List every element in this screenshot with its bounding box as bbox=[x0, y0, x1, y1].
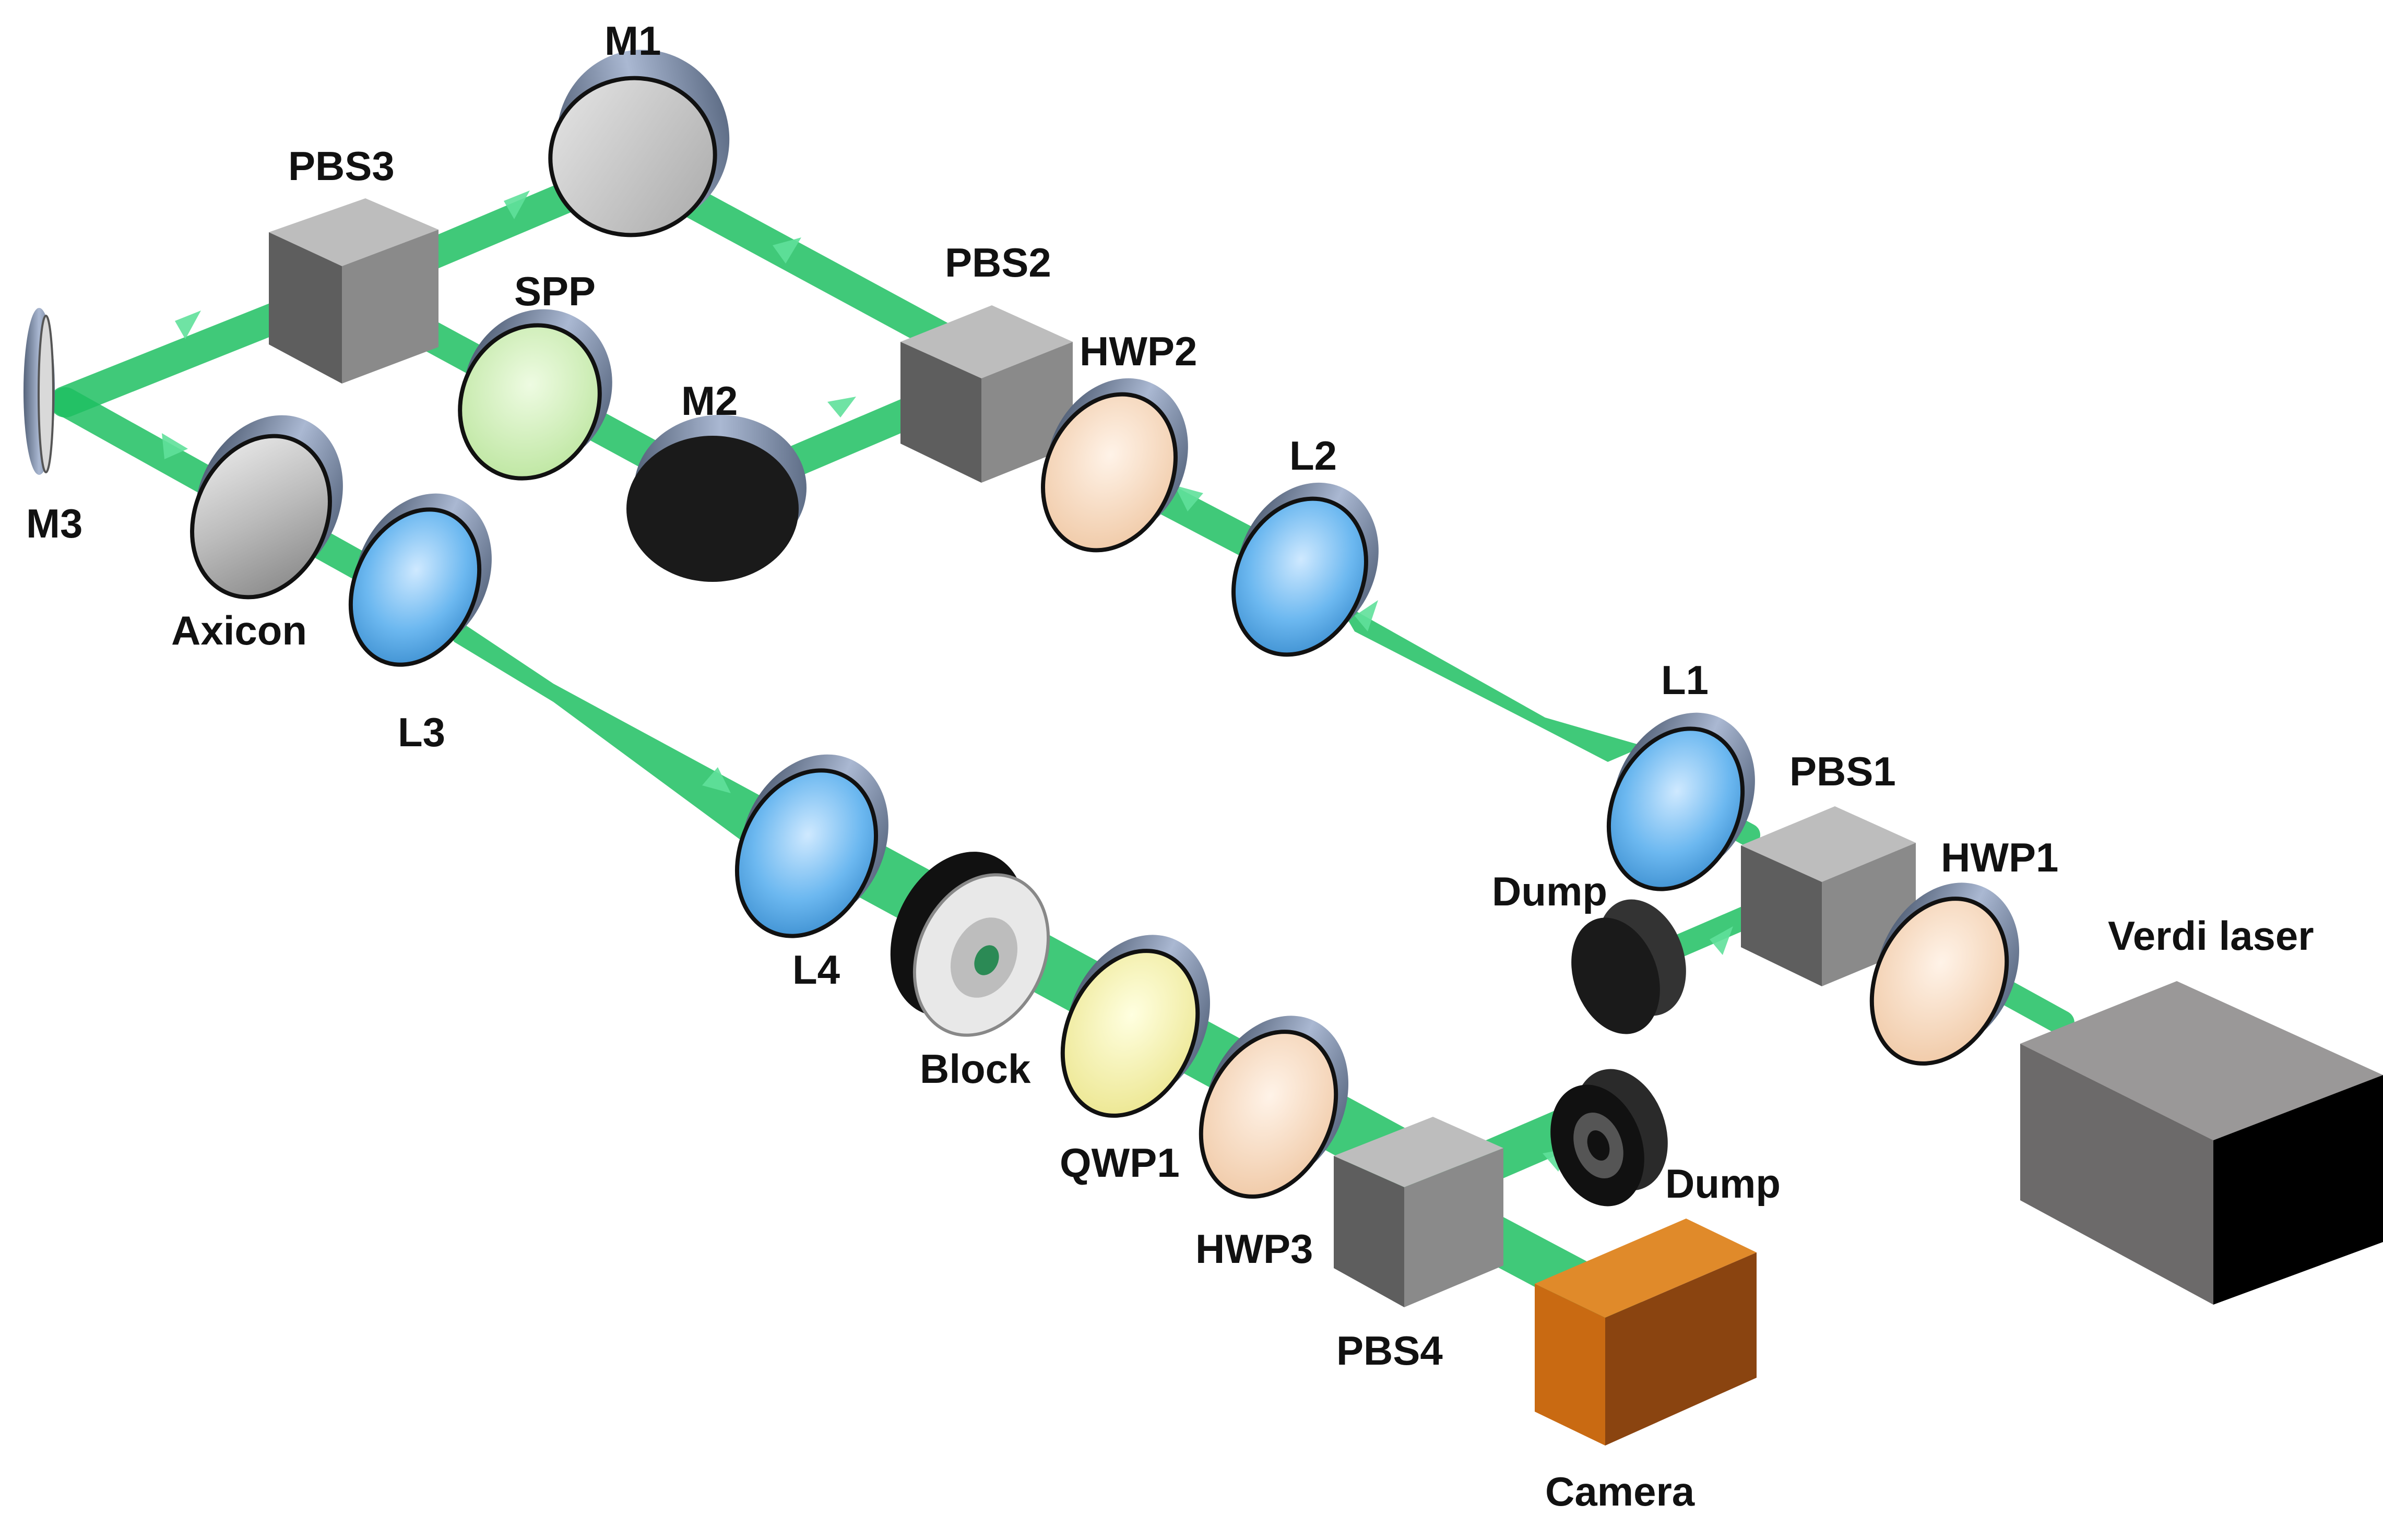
verdi-laser-box bbox=[2020, 981, 2383, 1305]
label-m2: M2 bbox=[681, 378, 738, 424]
cube-pbs4 bbox=[1334, 1117, 1503, 1307]
label-l3: L3 bbox=[398, 709, 445, 755]
label-hwp1: HWP1 bbox=[1941, 834, 2058, 880]
arrow-icon bbox=[773, 237, 801, 264]
arrow-icon bbox=[1355, 600, 1378, 631]
label-dump-bottom: Dump bbox=[1665, 1161, 1781, 1207]
arrow-icon bbox=[504, 190, 530, 219]
waveplate-hwp3 bbox=[1199, 1016, 1348, 1199]
component-labels: M1 PBS3 PBS2 SPP M2 HWP2 L2 M3 Axicon L3… bbox=[26, 18, 2314, 1514]
arrow-icon bbox=[1175, 485, 1203, 511]
mirror-m1 bbox=[548, 50, 730, 237]
arrow-icon bbox=[827, 397, 856, 417]
label-hwp2: HWP2 bbox=[1080, 328, 1197, 374]
label-dump-top: Dump bbox=[1492, 868, 1607, 914]
waveplate-hwp1 bbox=[1869, 882, 2019, 1066]
lens-l1 bbox=[1606, 712, 1755, 891]
label-spp: SPP bbox=[514, 268, 596, 314]
label-pbs1: PBS1 bbox=[1789, 748, 1896, 794]
beam-l3-to-l4 bbox=[428, 600, 804, 856]
arrow-icon bbox=[175, 311, 201, 339]
mirror-m2 bbox=[626, 415, 807, 582]
label-pbs4: PBS4 bbox=[1336, 1328, 1443, 1374]
waveplate-qwp1 bbox=[1060, 935, 1210, 1118]
lens-l2 bbox=[1231, 482, 1379, 657]
label-l4: L4 bbox=[792, 947, 840, 993]
label-m1: M1 bbox=[604, 18, 661, 64]
arrow-icon bbox=[702, 767, 731, 793]
cube-pbs3 bbox=[269, 198, 438, 384]
beam-dump-bottom bbox=[1550, 1069, 1668, 1207]
beam-block bbox=[890, 852, 1050, 1037]
waveplate-hwp2 bbox=[1041, 378, 1188, 553]
beam-dump-top bbox=[1571, 899, 1686, 1034]
label-block: Block bbox=[920, 1046, 1031, 1092]
label-camera: Camera bbox=[1545, 1469, 1695, 1514]
label-axicon: Axicon bbox=[171, 607, 307, 653]
label-hwp3: HWP3 bbox=[1195, 1226, 1313, 1272]
label-pbs3: PBS3 bbox=[288, 143, 395, 189]
camera-box bbox=[1535, 1219, 1757, 1446]
label-l1: L1 bbox=[1661, 657, 1709, 703]
mirror-m3 bbox=[23, 308, 55, 475]
label-pbs2: PBS2 bbox=[945, 240, 1051, 285]
label-m3: M3 bbox=[26, 500, 82, 546]
label-qwp1: QWP1 bbox=[1060, 1140, 1180, 1186]
phase-plate-spp bbox=[458, 309, 612, 481]
label-verdi-laser: Verdi laser bbox=[2108, 913, 2314, 959]
label-l2: L2 bbox=[1289, 433, 1337, 479]
arrow-icon bbox=[162, 433, 188, 459]
lens-l4 bbox=[734, 754, 888, 938]
axicon-lens bbox=[190, 415, 343, 600]
beam-l1-to-l2 bbox=[1336, 600, 1644, 762]
arrow-icon bbox=[1710, 926, 1733, 955]
lens-l3 bbox=[348, 493, 492, 667]
